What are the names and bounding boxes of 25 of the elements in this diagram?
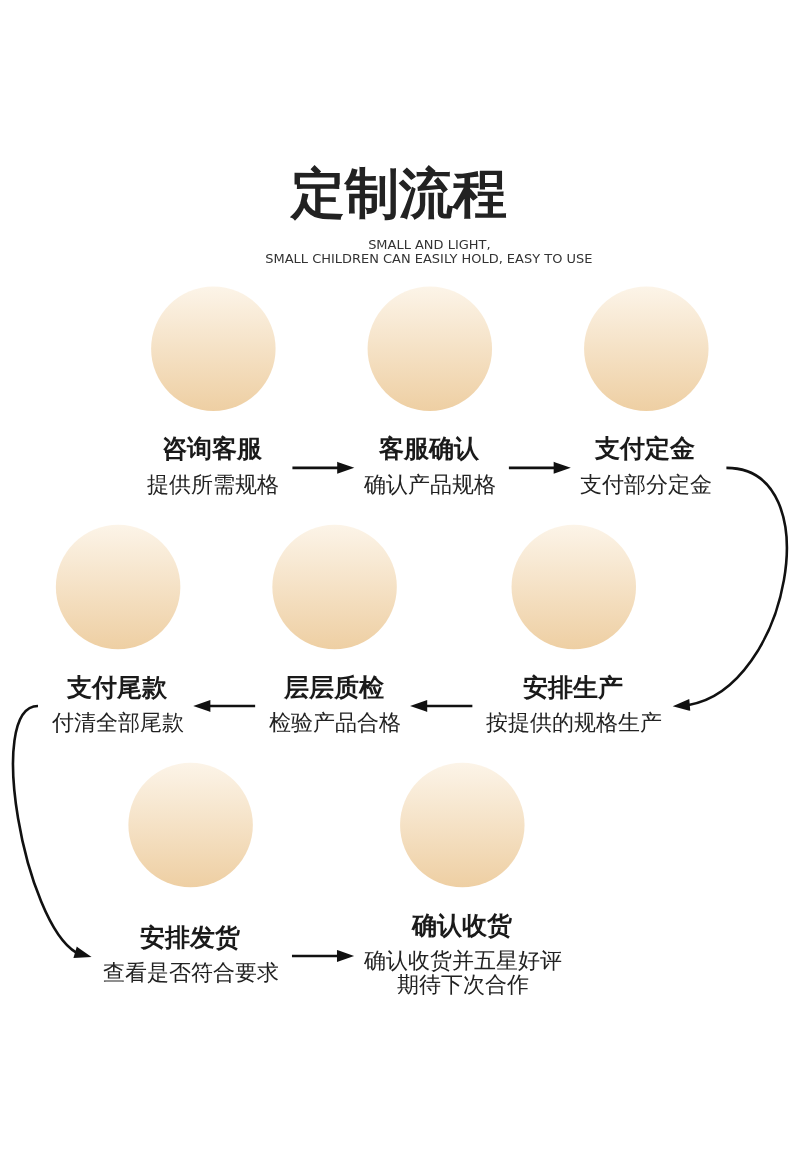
node-circle <box>511 524 636 650</box>
node-circle <box>55 524 181 650</box>
node-text: 确认收货 确认收货并五星好评期待下次合作 <box>363 910 562 997</box>
arrow <box>11 704 92 959</box>
arrow <box>292 461 355 474</box>
label: SMALL AND LIGHT, SMALL CHILDREN CAN EASILY HOLD, EASY TO USE <box>265 237 593 267</box>
node-circle <box>128 762 253 888</box>
node-text: 支付定金 支付部分定金 <box>580 434 713 497</box>
node-text: 层层质检 检验产品合格 <box>268 672 401 735</box>
arrow <box>672 466 788 711</box>
diagram-title: 定制流程 <box>290 161 507 225</box>
node-circle <box>272 524 397 650</box>
node-text: 安排发货 查看是否符合要求 <box>102 922 279 985</box>
node-circle <box>584 286 709 412</box>
node-circle <box>367 286 493 412</box>
node-circle <box>151 286 276 412</box>
arrow <box>410 699 473 712</box>
node-circle <box>400 762 525 888</box>
node-text: 支付尾款 付清全部尾款 <box>52 672 185 735</box>
node-text: 咨询客服 提供所需规格 <box>147 434 280 497</box>
node-text: 安排生产 按提供的规格生产 <box>486 672 663 735</box>
node-text: 客服确认 确认产品规格 <box>363 434 496 497</box>
arrow <box>291 950 355 962</box>
arrow <box>508 461 571 474</box>
arrow <box>193 699 256 712</box>
